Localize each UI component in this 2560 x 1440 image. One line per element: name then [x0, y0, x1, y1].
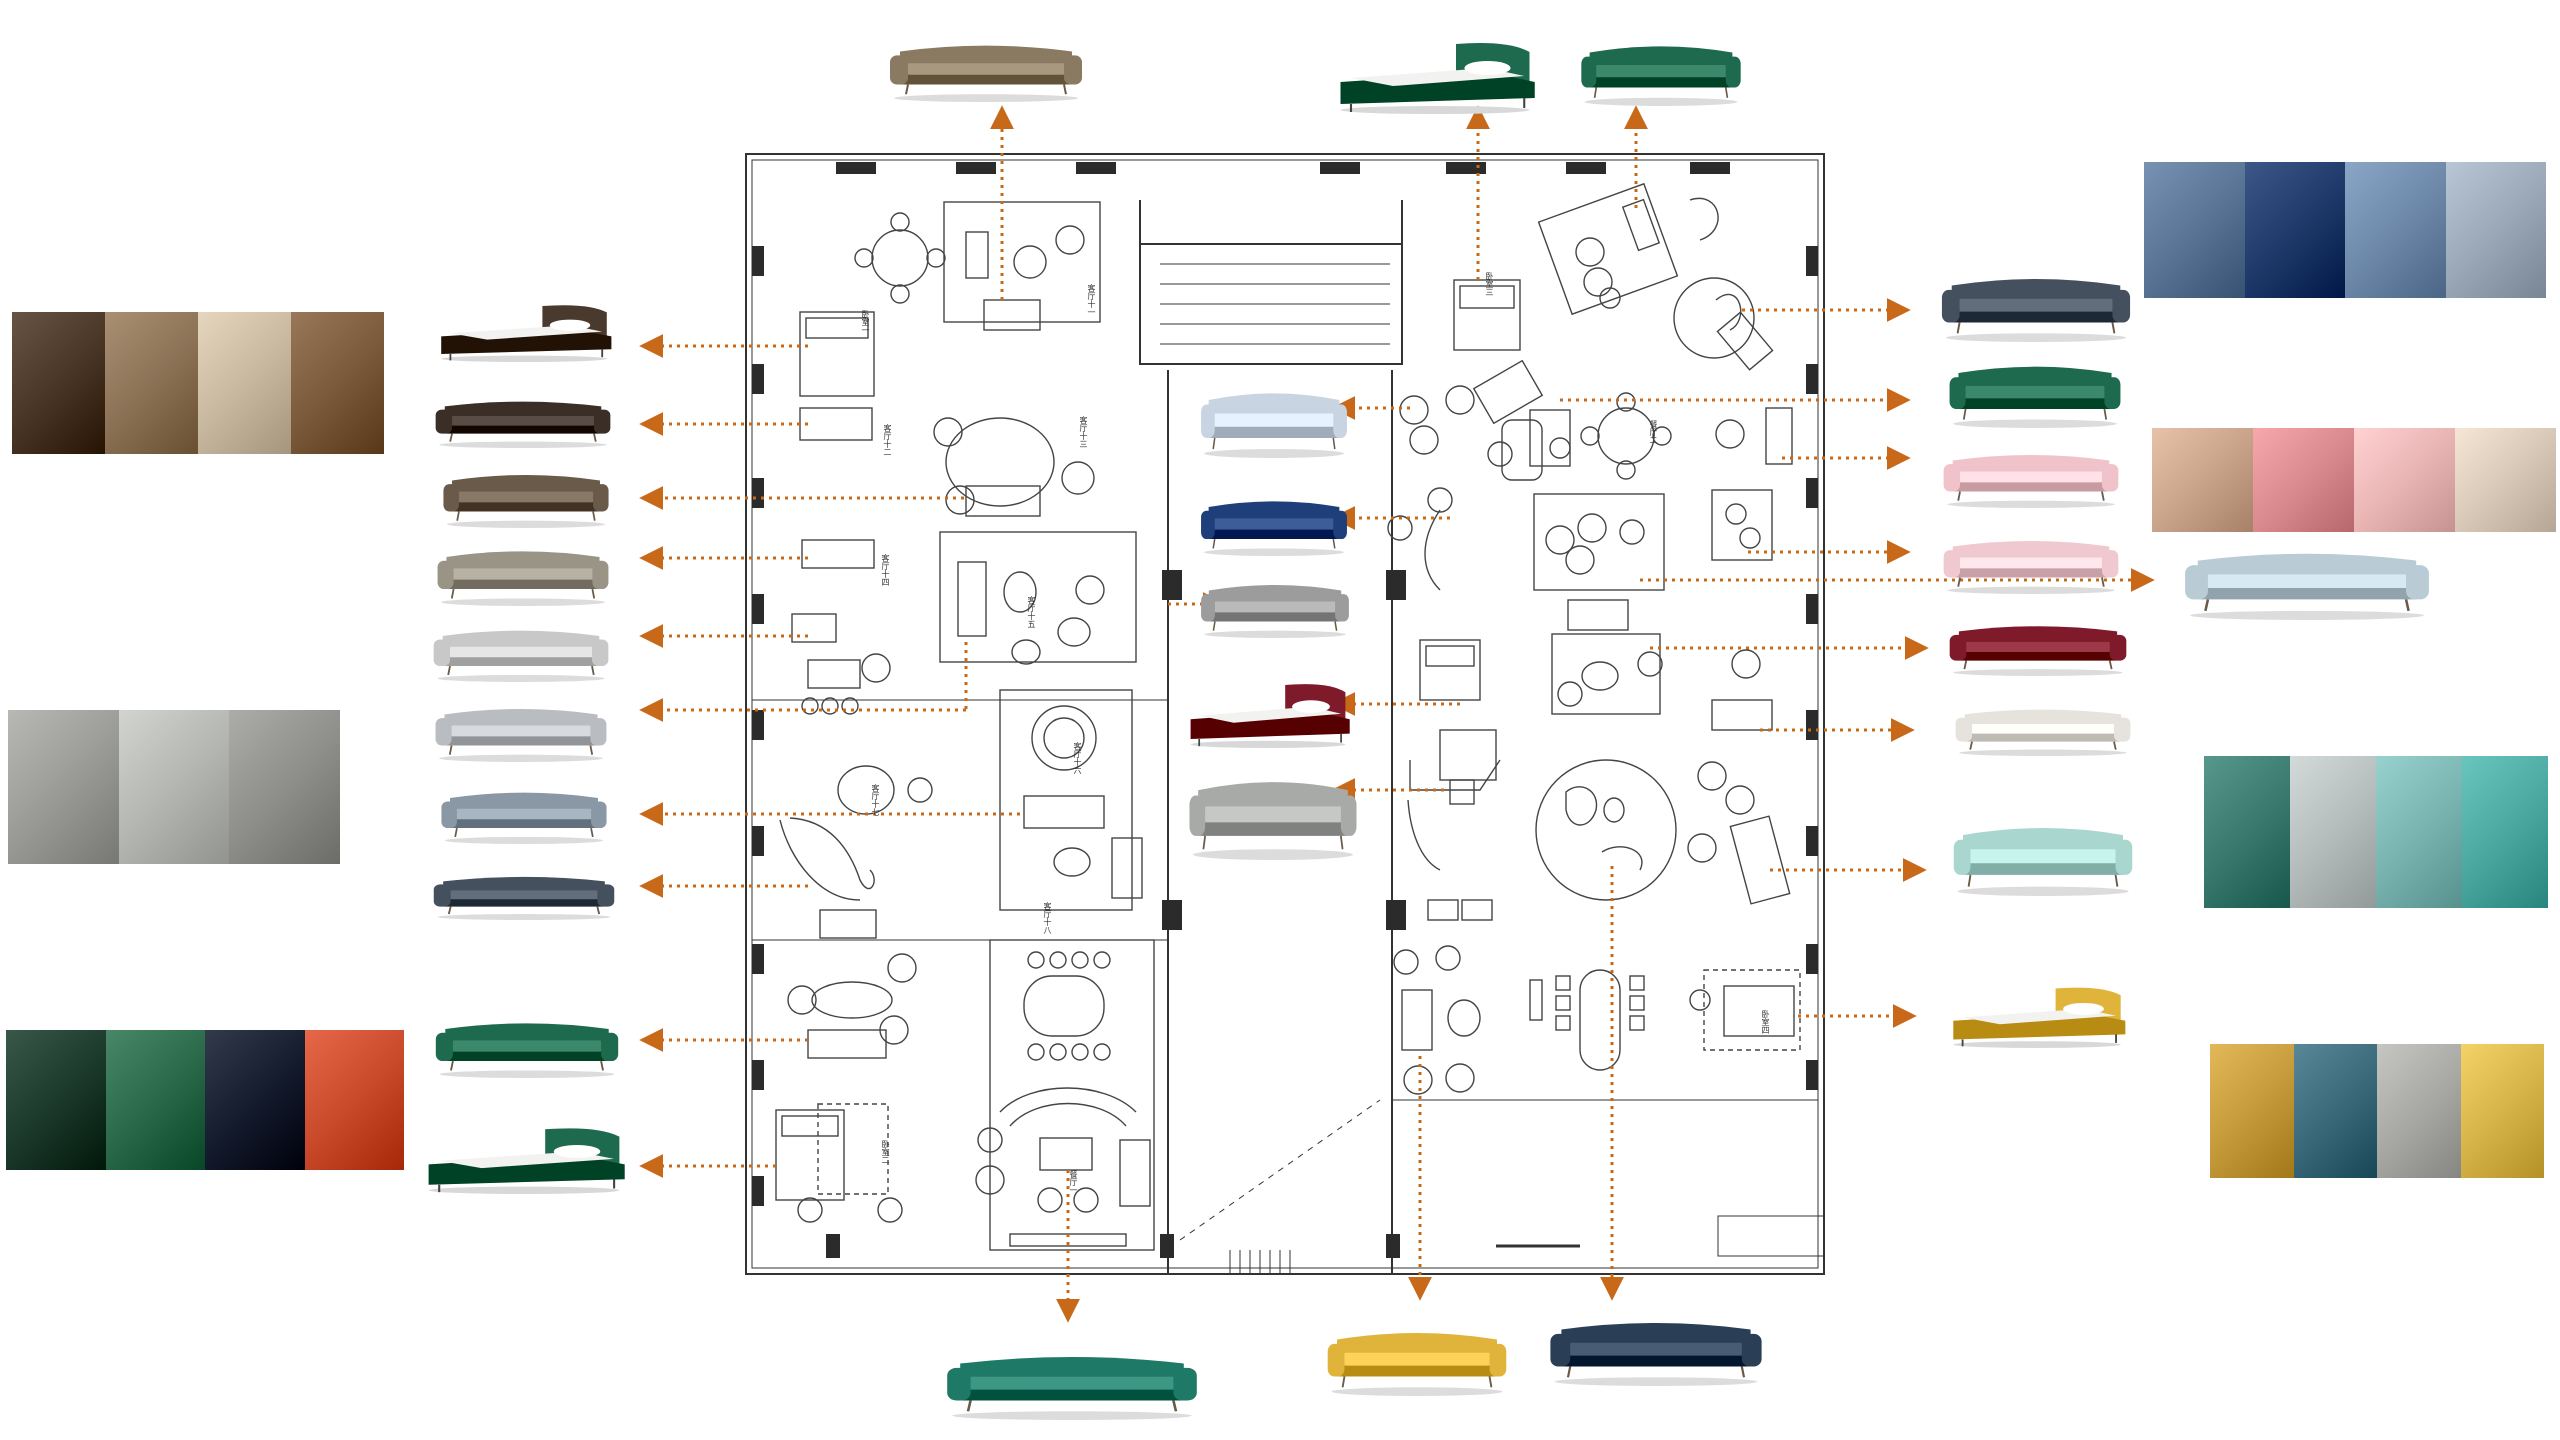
- floor-plan-furniture: [775, 182, 1801, 1251]
- right-burgundy-sofa-image: [1946, 616, 2130, 676]
- moodboard-tile: [2210, 1044, 2295, 1178]
- moodboard-tile: [205, 1030, 306, 1170]
- right-pastel-sectional-image: [2180, 540, 2434, 620]
- left-green-sectional-image: [432, 1012, 622, 1078]
- room-label: 客厅十二: [883, 424, 892, 456]
- room-label: 卧室二: [881, 1140, 890, 1164]
- room-label: 客厅十六: [1073, 742, 1082, 774]
- room-label: 卧室一: [861, 310, 870, 334]
- moodboard-tile: [105, 312, 199, 454]
- top-green-bed-image: [1330, 34, 1540, 114]
- room-label: 客厅十一: [1087, 284, 1096, 316]
- callout-arrows: [639, 105, 2155, 1323]
- moodboard-tile: [118, 710, 231, 864]
- right-teal-sectional-image: [1950, 814, 2136, 896]
- moodboard-tile: [2462, 756, 2548, 908]
- moodboard-tile: [8, 710, 120, 864]
- moodboard-tile: [2377, 1044, 2462, 1178]
- center-light-blue-sofa-image: [1198, 380, 1350, 458]
- right-pink-sofa-image: [1940, 444, 2122, 508]
- top-brown-sofa-image: [886, 34, 1086, 102]
- right-white-sofa-image: [1952, 700, 2134, 756]
- moodboard-tile: [2345, 162, 2447, 298]
- room-label: 客厅十七: [871, 784, 880, 816]
- moodboard-tile: [2204, 756, 2291, 908]
- left-black-leather-sofa-image: [432, 392, 614, 448]
- moodboard-blue-navy: [2144, 162, 2546, 298]
- top-green-sofa-image: [1578, 34, 1744, 106]
- room-label: 客厅十八: [1043, 902, 1052, 934]
- moodboard-brown-bronze: [12, 312, 384, 454]
- moodboard-tile: [2290, 756, 2377, 908]
- wall-columns: [752, 162, 1818, 1258]
- left-navy-curved-sofa-image: [430, 868, 618, 920]
- moodboard-green-peacock: [6, 1030, 404, 1170]
- room-label: 卧室三: [1485, 272, 1494, 296]
- moodboard-tile: [291, 312, 384, 454]
- moodboard-tile: [2445, 162, 2546, 298]
- left-taupe-sofa-image: [434, 540, 612, 606]
- moodboard-tile: [198, 312, 292, 454]
- left-light-grey-sofa-image: [432, 698, 610, 762]
- moodboard-pink-pastel: [2152, 428, 2556, 532]
- moodboard-tile: [2460, 1044, 2544, 1178]
- left-brown-bed-image: [432, 298, 616, 362]
- moodboard-tile: [229, 710, 340, 864]
- left-grey-sofa-red-pillow-image: [430, 620, 612, 682]
- right-yellow-bed-image: [1944, 980, 2130, 1048]
- moodboard-tile: [2455, 428, 2556, 532]
- left-green-bed-image: [418, 1120, 630, 1194]
- bottom-navy-white-chaises-image: [1546, 1310, 1766, 1386]
- center-navy-sofa-image: [1198, 490, 1350, 556]
- moodboard-tile: [2152, 428, 2254, 532]
- center-grey-sofa-image: [1198, 574, 1352, 638]
- moodboard-tile: [2376, 756, 2463, 908]
- room-label: 餐厅二: [1649, 420, 1658, 444]
- left-striped-sofa-image: [440, 464, 612, 528]
- moodboard-tile: [12, 312, 106, 454]
- moodboard-tile: [2293, 1044, 2378, 1178]
- moodboard-teal-glass: [2204, 756, 2548, 908]
- bottom-teal-sofa-image: [942, 1344, 1202, 1420]
- moodboard-tile: [6, 1030, 107, 1170]
- floor-plan-walls: [745, 153, 1825, 1275]
- moodboard-tile: [304, 1030, 404, 1170]
- moodboard-tile: [2144, 162, 2246, 298]
- moodboard-grey-marble: [8, 710, 340, 864]
- moodboard-tile: [2354, 428, 2456, 532]
- left-grey-blue-sofa-image: [438, 782, 610, 844]
- center-grey-sectional-image: [1186, 766, 1360, 860]
- moodboard-tile: [105, 1030, 206, 1170]
- moodboard-yellow-marble: [2210, 1044, 2544, 1178]
- right-blush-sofa-image: [1940, 530, 2122, 594]
- moodboard-tile: [2253, 428, 2355, 532]
- moodboard-tile: [2244, 162, 2346, 298]
- bottom-yellow-sofa-image: [1324, 1320, 1510, 1396]
- room-label: 卧室四: [1761, 1010, 1770, 1034]
- room-label: 客厅十四: [881, 554, 890, 586]
- room-label: 客厅十三: [1079, 416, 1088, 448]
- room-label: 客厅十五: [1027, 596, 1036, 628]
- right-green-sofa-image: [1946, 354, 2124, 428]
- right-charcoal-sofa-image: [1938, 266, 2134, 342]
- room-label: 餐厅一: [1069, 1170, 1078, 1194]
- center-burgundy-bed-image: [1182, 676, 1354, 748]
